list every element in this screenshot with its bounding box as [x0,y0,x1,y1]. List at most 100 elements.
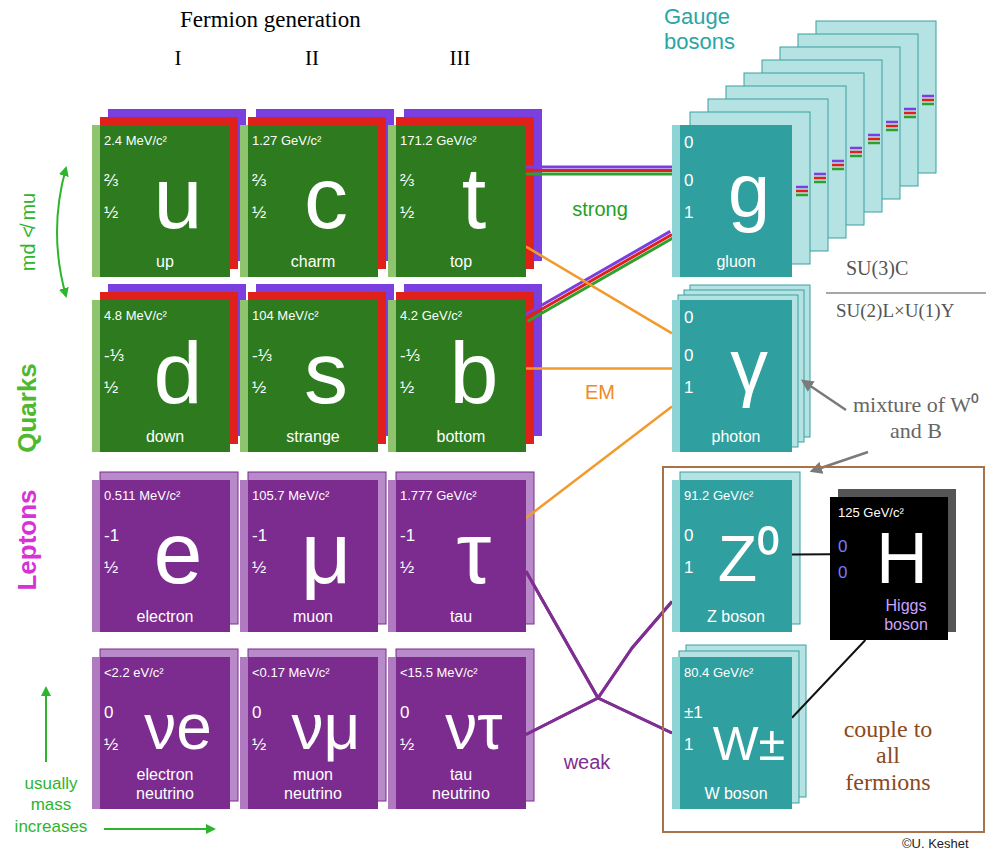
charge-value: -⅓ [104,346,124,366]
mass-value: 171.2 GeV/c² [400,133,477,149]
charge-value: 0 [838,537,847,557]
mass-value: 0 [684,133,693,153]
particle-symbol: d [130,329,226,417]
particle-symbol: νe [130,695,226,759]
lepton-box: <2.2 eV/c²0½νeelectron neutrino [92,657,230,809]
particle-symbol: b [426,329,522,417]
lepton-box: <0.17 MeV/c²0½νμmuon neutrino [240,657,378,809]
interaction-line [526,247,672,334]
interaction-stroke [526,247,672,334]
symmetry-group: SU(3)C [846,256,908,280]
spin-value: ½ [400,735,414,755]
mass-value: 104 MeV/c² [252,308,318,324]
particle-name: bottom [421,427,501,446]
spin-value: ½ [104,378,118,398]
particle-symbol: γ [706,329,792,405]
spin-value: ½ [252,203,266,223]
interaction-line [792,640,865,718]
interaction-line [526,571,672,698]
interaction-stroke [526,169,672,172]
spin-value: 1 [684,735,693,755]
interaction-stroke [524,231,670,315]
particle-name: gluon [682,252,790,271]
mass-value: 0 [684,308,693,328]
charge-value: 0 [684,346,693,366]
particle-symbol: u [130,154,226,242]
interaction-line [526,571,672,733]
quark-box: 104 MeV/c²-⅓½sstrange [240,300,378,452]
interaction-label: strong [570,198,630,220]
particle-name: muon [273,607,353,626]
mass-value: 0.511 MeV/c² [104,488,180,504]
particle-symbol: ντ [426,695,522,759]
row-group-label: Quarks [12,363,43,453]
interaction-stroke [526,166,672,169]
group-divider [826,292,986,294]
charge-value: -⅓ [252,346,272,366]
generation-numeral: II [305,46,319,71]
leader-arrow [803,381,846,410]
mixture-note: mixture of W⁰ and B [848,392,984,445]
boson-box: 0 0 1g gluon [672,125,792,277]
interaction-label: weak [562,751,613,773]
charge-value: 0 [684,526,693,546]
mass-value: 2.4 MeV/c² [104,133,167,149]
interaction-line [526,368,672,369]
interaction-line [792,554,830,555]
charge-value: 0 [684,171,693,191]
interaction-stroke [526,173,672,176]
mass-value: 125 GeV/c² [838,505,904,521]
particle-symbol: W± [706,719,792,768]
mass-value: <15.5 MeV/c² [400,665,478,681]
mass-value: 105.7 MeV/c² [252,488,329,504]
particle-name: up [125,252,205,271]
interaction-stroke [526,406,672,518]
spin-value: ½ [104,203,118,223]
particle-name: Higgs boson [870,596,942,634]
interaction-line [526,167,672,174]
mass-value: 80.4 GeV/c² [684,665,753,681]
higgs-box: 125 GeV/c² 0 0HHiggs boson [830,497,948,640]
symmetry-group: SU(2)L×U(1)Y [836,300,954,323]
mass-value: 4.8 MeV/c² [104,308,167,324]
particle-symbol: H [860,522,944,594]
charge-value: -1 [252,526,267,546]
generation-numeral: III [450,46,471,71]
particle-symbol: Z⁰ [706,527,792,592]
particle-symbol: g [706,154,792,230]
spin-value: 0 [838,563,847,583]
spin-value: ½ [400,203,414,223]
lepton-box: 1.777 GeV/c²-1½τtau [388,480,526,632]
quark-box: 4.8 MeV/c²-⅓½ddown [92,300,230,452]
spin-value: ½ [104,558,118,578]
interaction-stroke [792,553,830,555]
lepton-box: 105.7 MeV/c² -1 ½μ muon [240,480,378,632]
particle-symbol: c [278,154,374,242]
particle-name: electron neutrino [125,765,205,803]
spin-value: ½ [252,378,266,398]
particle-name: strange [273,427,353,446]
spin-value: ½ [400,558,414,578]
quark-box: 171.2 GeV/c²⅔½ttop [388,125,526,277]
group-heading: Gauge bosons [664,4,748,55]
particle-name: electron [125,607,205,626]
mass-value: 91.2 GeV/c² [684,488,753,504]
boson-box: 91.2 GeV/c²01Z⁰Z boson [672,480,792,632]
charge-value: -1 [400,526,415,546]
particle-name: tau [421,607,501,626]
interaction-stroke [526,367,672,370]
interaction-line [526,406,672,518]
copyright: ©U. Keshet [902,836,969,852]
particle-symbol: μ [278,509,374,597]
group-caption: couple to all fermions [832,716,944,795]
spin-value: ½ [400,378,414,398]
charge-value: ±1 [684,703,703,723]
charge-value: -⅓ [400,346,420,366]
interaction-stroke [526,234,672,318]
interaction-line [526,698,672,735]
spin-value: ½ [252,558,266,578]
spin-value: 1 [684,203,693,223]
interaction-stroke [526,698,672,735]
